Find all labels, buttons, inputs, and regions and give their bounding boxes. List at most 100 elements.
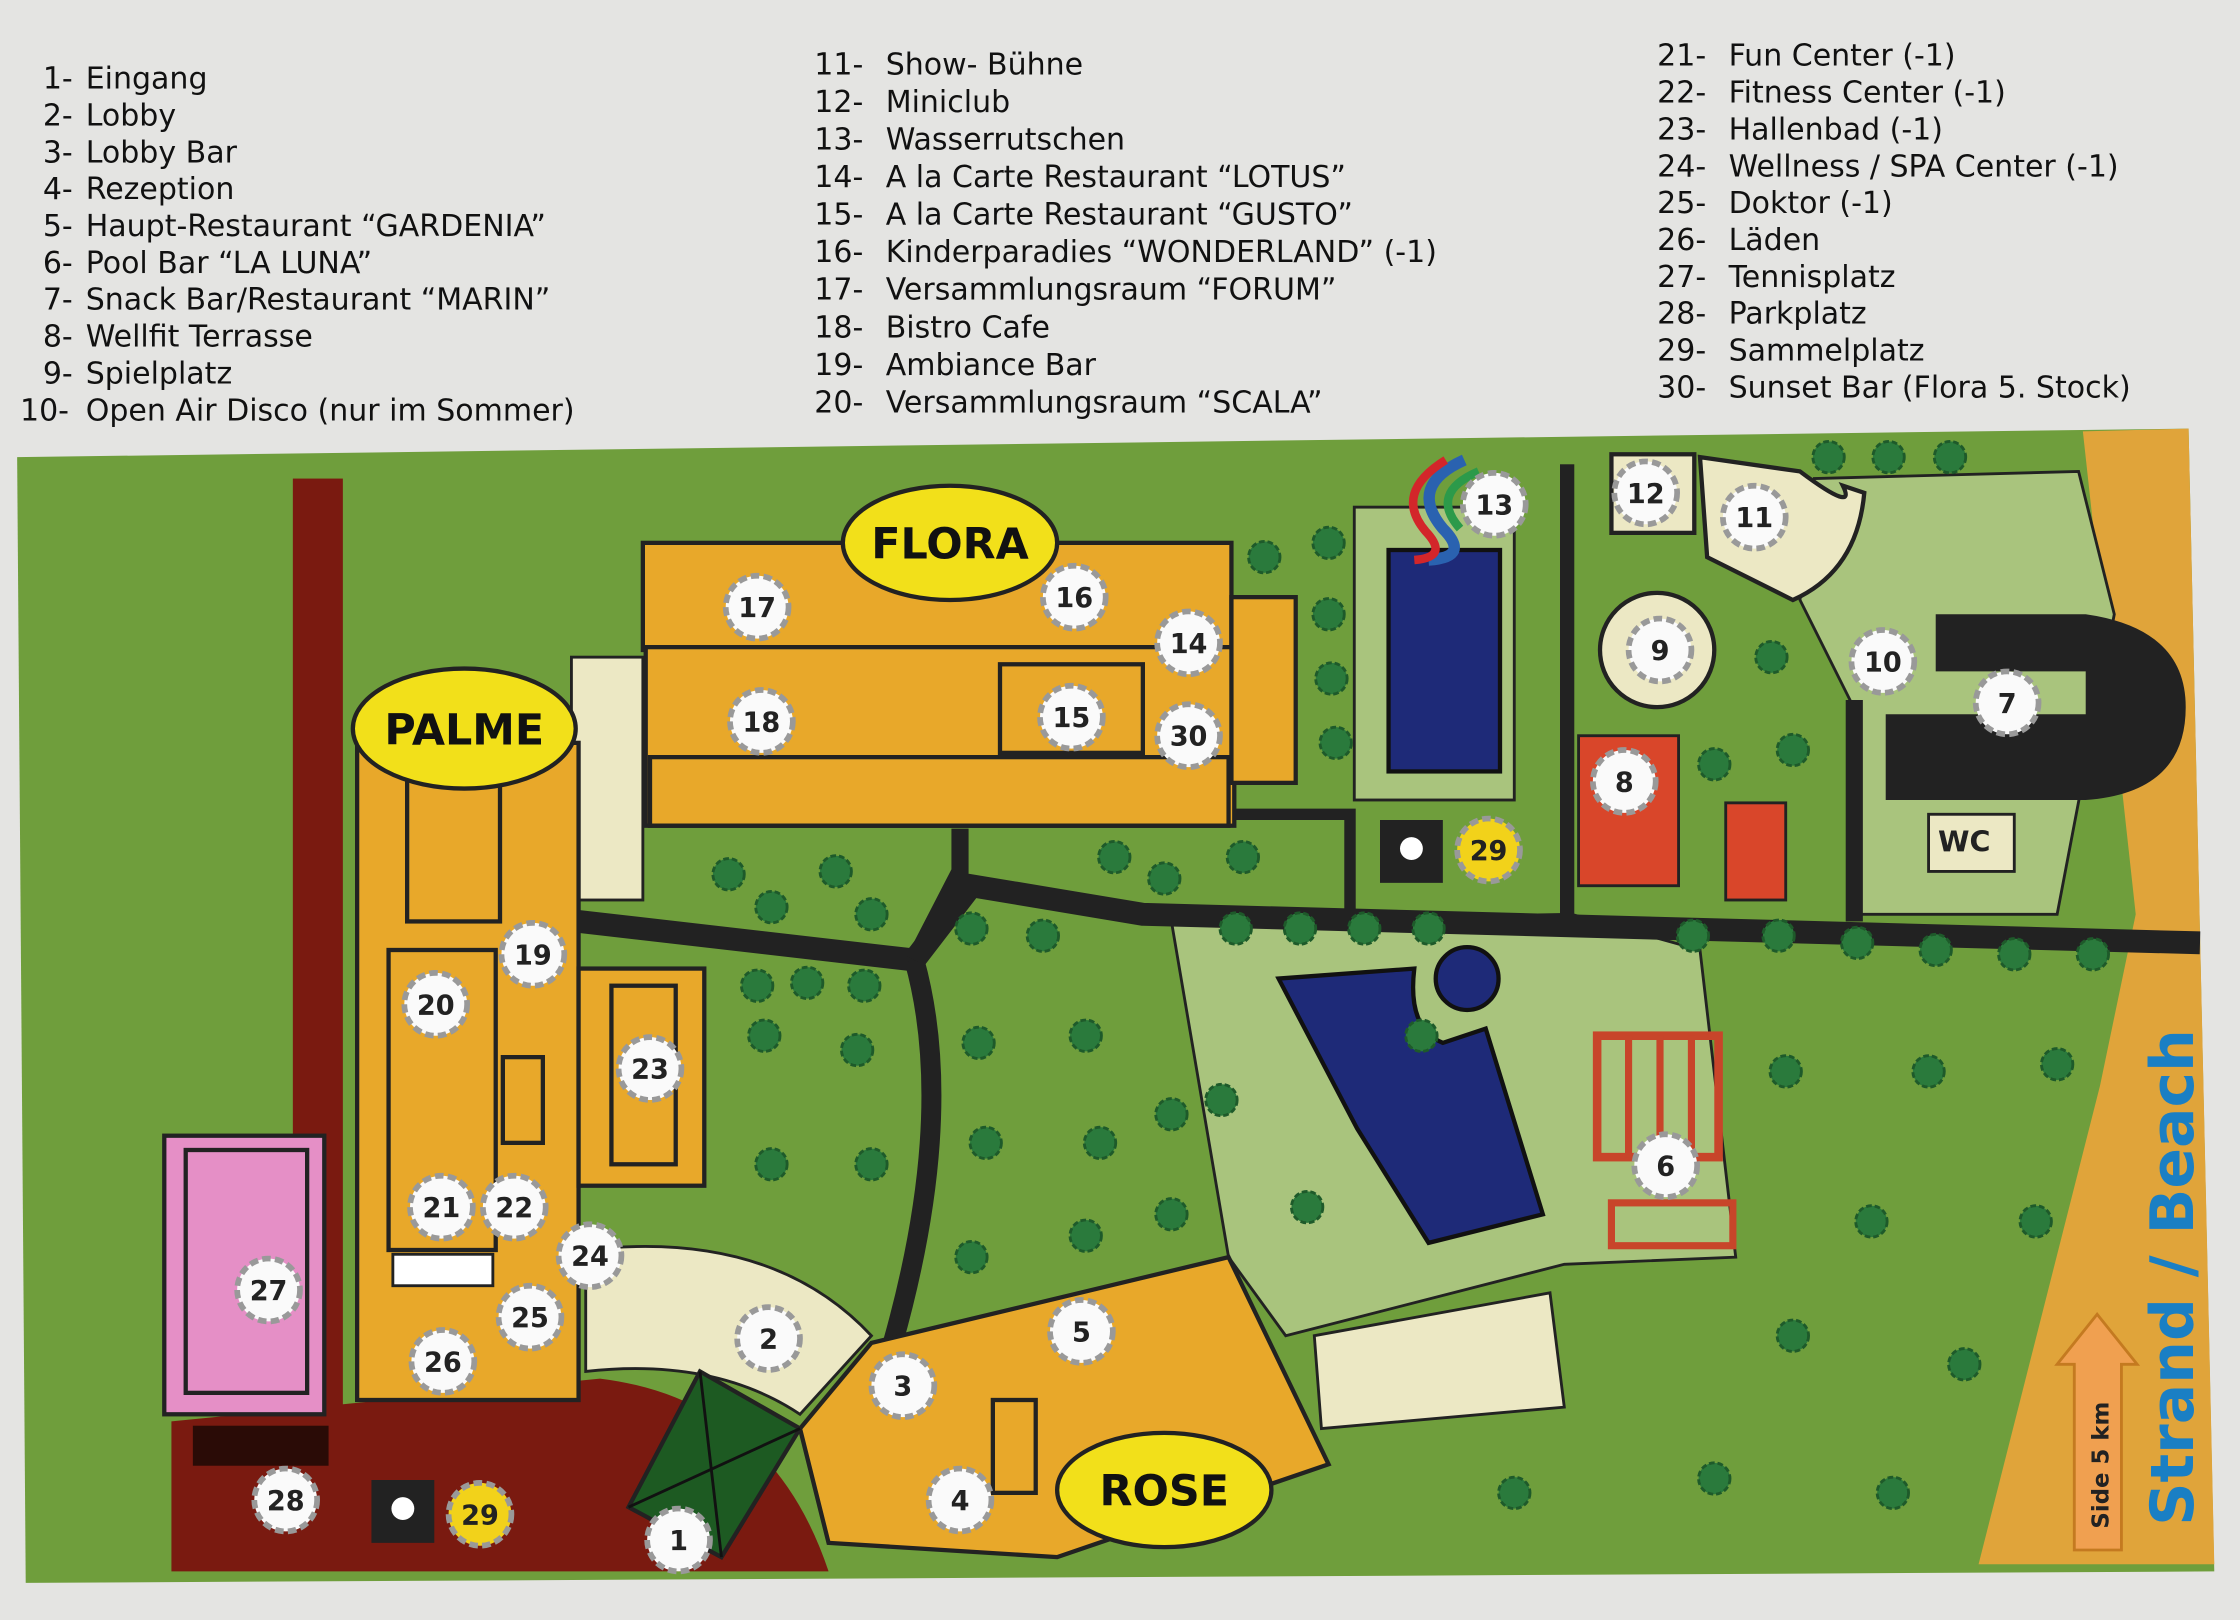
legend-label: Parkplatz	[1729, 297, 1867, 332]
legend-number: 20-	[814, 385, 863, 420]
location-marker-24[interactable]: 24	[555, 1221, 625, 1290]
tree-icon	[711, 857, 746, 892]
tree-icon	[1311, 597, 1346, 632]
marker-badge	[1590, 747, 1659, 816]
marker-badge	[644, 1505, 713, 1575]
location-marker-1[interactable]: 1	[644, 1505, 713, 1575]
marker-number: 30	[1170, 722, 1208, 753]
legend-number: 4-	[43, 172, 73, 207]
marker-number: 19	[514, 940, 552, 971]
tree-icon	[1282, 911, 1318, 946]
location-marker-25[interactable]: 25	[495, 1282, 565, 1352]
side-path	[1845, 700, 1863, 922]
marker-badge	[925, 1465, 995, 1535]
tree-icon	[1247, 540, 1282, 575]
tree-icon	[840, 1032, 875, 1068]
location-marker-30[interactable]: 30	[1154, 701, 1223, 771]
legend-label: Lobby	[86, 98, 176, 133]
location-marker-6[interactable]: 6	[1631, 1131, 1700, 1200]
location-marker-17[interactable]: 17	[722, 572, 792, 642]
tree-icon	[1840, 925, 1875, 960]
marker-number: 6	[1656, 1152, 1675, 1183]
marker-number: 27	[250, 1276, 288, 1307]
marker-badge	[445, 1480, 515, 1549]
location-marker-8[interactable]: 8	[1590, 747, 1659, 816]
legend-label: Sammelplatz	[1729, 334, 1925, 369]
wc-label: WC	[1938, 824, 1990, 858]
location-marker-29[interactable]: 29	[445, 1480, 515, 1549]
map-area: WC FLORA PALME ROSE	[17, 428, 2215, 1583]
legend-number: 25-	[1657, 186, 1706, 221]
location-marker-18[interactable]: 18	[727, 687, 796, 756]
marker-badge	[408, 1327, 478, 1396]
location-marker-19[interactable]: 19	[498, 920, 568, 989]
location-marker-14[interactable]: 14	[1154, 608, 1223, 678]
tree-icon	[1314, 661, 1349, 696]
marker-number: 25	[511, 1303, 549, 1334]
location-marker-26[interactable]: 26	[408, 1327, 478, 1396]
jacuzzi	[1433, 945, 1501, 1013]
parking-spaces	[192, 1425, 329, 1466]
marker-number: 22	[495, 1193, 533, 1224]
location-marker-28[interactable]: 28	[251, 1465, 320, 1535]
marker-badge	[1460, 470, 1529, 539]
legend-number: 17-	[814, 273, 863, 308]
tree-icon	[1911, 1054, 1946, 1089]
marker-badge	[1631, 1131, 1700, 1200]
location-marker-23[interactable]: 23	[615, 1034, 685, 1103]
legend-label: A la Carte Restaurant “LOTUS”	[886, 160, 1346, 195]
main-path	[577, 873, 2201, 973]
tree-icon	[1068, 1218, 1103, 1253]
water-slide-icon	[1408, 454, 1481, 566]
tree-icon	[1497, 1475, 1532, 1510]
location-marker-10[interactable]: 10	[1848, 627, 1918, 696]
location-marker-21[interactable]: 21	[407, 1172, 476, 1242]
marker-badge	[1972, 668, 2042, 738]
flora-walkway	[570, 655, 645, 902]
rose-stairs	[990, 1397, 1038, 1496]
tree-icon	[954, 911, 989, 946]
legend-label: Pool Bar “LA LUNA”	[86, 246, 372, 281]
marker-number: 26	[424, 1347, 462, 1378]
terrace	[1312, 1291, 1566, 1431]
location-marker-16[interactable]: 16	[1040, 562, 1109, 632]
tree-icon	[1025, 918, 1060, 953]
location-marker-4[interactable]: 4	[925, 1465, 995, 1535]
location-marker-7[interactable]: 7	[1972, 668, 2042, 738]
marker-badge	[555, 1221, 625, 1290]
tree-icon	[2018, 1204, 2053, 1239]
palme-label: PALME	[350, 666, 578, 791]
legend-label: Miniclub	[886, 85, 1010, 120]
flora-label-text: FLORA	[871, 520, 1029, 570]
location-marker-9[interactable]: 9	[1625, 615, 1695, 685]
marker-badge	[1040, 562, 1109, 632]
tree-icon	[1204, 1082, 1239, 1118]
location-marker-20[interactable]: 20	[401, 970, 470, 1039]
legend-number: 21-	[1657, 39, 1706, 74]
legend-label: Spielplatz	[86, 356, 232, 391]
palme-label-text: PALME	[384, 705, 544, 755]
location-marker-3[interactable]: 3	[868, 1351, 938, 1420]
location-marker-11[interactable]: 11	[1720, 482, 1789, 552]
legend-number: 13-	[814, 122, 863, 157]
legend-number: 23-	[1657, 112, 1706, 147]
marker-badge	[480, 1172, 549, 1242]
marker-number: 4	[951, 1486, 970, 1517]
legend-number: 3-	[43, 135, 73, 170]
location-marker-29[interactable]: 29	[1454, 815, 1523, 885]
marker-badge	[234, 1255, 303, 1325]
location-marker-27[interactable]: 27	[234, 1255, 303, 1325]
canopy-line	[698, 1371, 723, 1558]
tree-icon	[854, 1147, 889, 1182]
location-marker-2[interactable]: 2	[734, 1304, 803, 1373]
location-marker-12[interactable]: 12	[1611, 458, 1680, 528]
location-marker-22[interactable]: 22	[480, 1172, 549, 1242]
location-marker-15[interactable]: 15	[1037, 682, 1106, 752]
marker-badge	[407, 1172, 476, 1242]
location-marker-13[interactable]: 13	[1460, 470, 1529, 539]
tree-icon	[1154, 1197, 1189, 1232]
marker-number: 12	[1627, 479, 1665, 510]
location-marker-5[interactable]: 5	[1047, 1297, 1116, 1366]
